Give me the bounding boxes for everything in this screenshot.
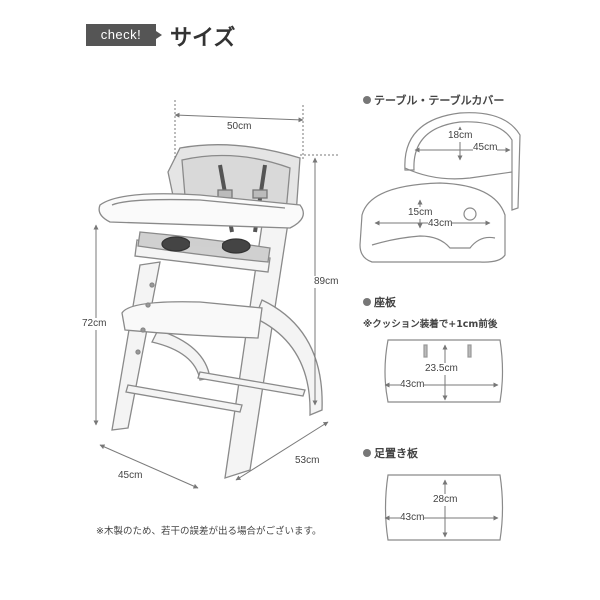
- seat-section-heading: 座板: [363, 294, 396, 310]
- base-width-label: 45cm: [118, 470, 143, 482]
- highchair-illustration: [98, 144, 323, 479]
- cover-depth-label: 18cm: [448, 130, 473, 142]
- seat-depth-label: 23.5cm: [425, 363, 458, 375]
- bullet-icon: [363, 298, 371, 306]
- bullet-icon: [363, 96, 371, 104]
- page-title: サイズ: [170, 26, 236, 51]
- seat-width-label: 43cm: [400, 379, 425, 391]
- table-width-label: 43cm: [428, 218, 453, 230]
- seat-height-label: 72cm: [82, 318, 107, 330]
- check-badge: check!: [86, 24, 162, 46]
- footrest-section-heading: 足置き板: [363, 445, 418, 461]
- depth-label: 53cm: [295, 455, 320, 467]
- seat-cushion-note: ※クッション装着で+1cm前後: [363, 319, 498, 330]
- table-cover-illustration: [404, 112, 521, 211]
- bullet-icon: [363, 449, 371, 457]
- footrest-width-label: 43cm: [400, 512, 425, 524]
- total-height-label: 89cm: [314, 276, 339, 288]
- footrest-plate-illustration: [384, 474, 504, 541]
- cover-width-label: 45cm: [473, 142, 498, 154]
- footnote: ※木製のため、若干の誤差が出る場合がございます。: [96, 526, 322, 537]
- chair-width-label: 50cm: [227, 121, 252, 133]
- table-section-heading: テーブル・テーブルカバー: [363, 92, 504, 108]
- footrest-depth-label: 28cm: [433, 494, 458, 506]
- table-depth-label: 15cm: [408, 207, 433, 219]
